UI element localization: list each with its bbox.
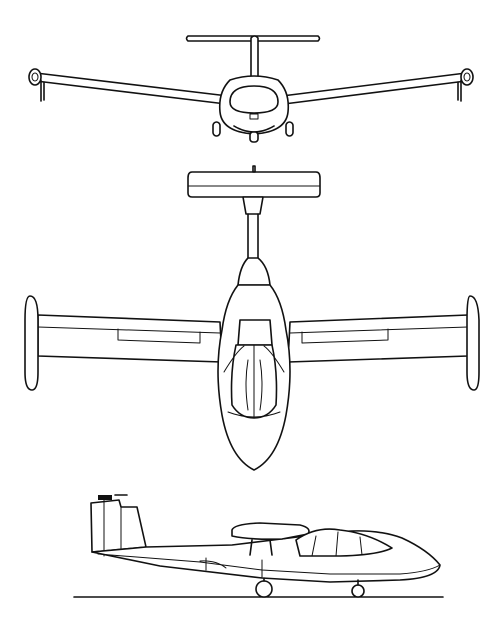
side-nose-wheel [351,584,365,598]
top-right-wing [287,314,469,363]
front-right-wheel [285,121,294,137]
side-canopy [295,528,393,557]
top-tail-boom [247,213,259,263]
top-left-tip-float [24,295,39,391]
front-left-wheel [212,121,221,137]
top-left-aileron [117,328,201,344]
front-left-wing [35,72,229,105]
front-left-tip-float [28,68,42,86]
side-main-wheel [255,580,273,598]
front-right-tip-float [460,68,474,86]
side-view [73,494,444,598]
front-canopy [229,85,279,114]
top-view [24,165,480,471]
top-left-wing [37,314,223,363]
side-wing [231,522,310,540]
top-tailplane [187,171,321,198]
top-right-tip-float [466,295,480,391]
front-right-wing [281,72,467,105]
front-nose-wheel [249,131,259,143]
top-engine-pylon [237,257,271,286]
front-view [28,35,474,143]
top-right-aileron [301,328,389,344]
side-tail-fin [90,499,147,553]
